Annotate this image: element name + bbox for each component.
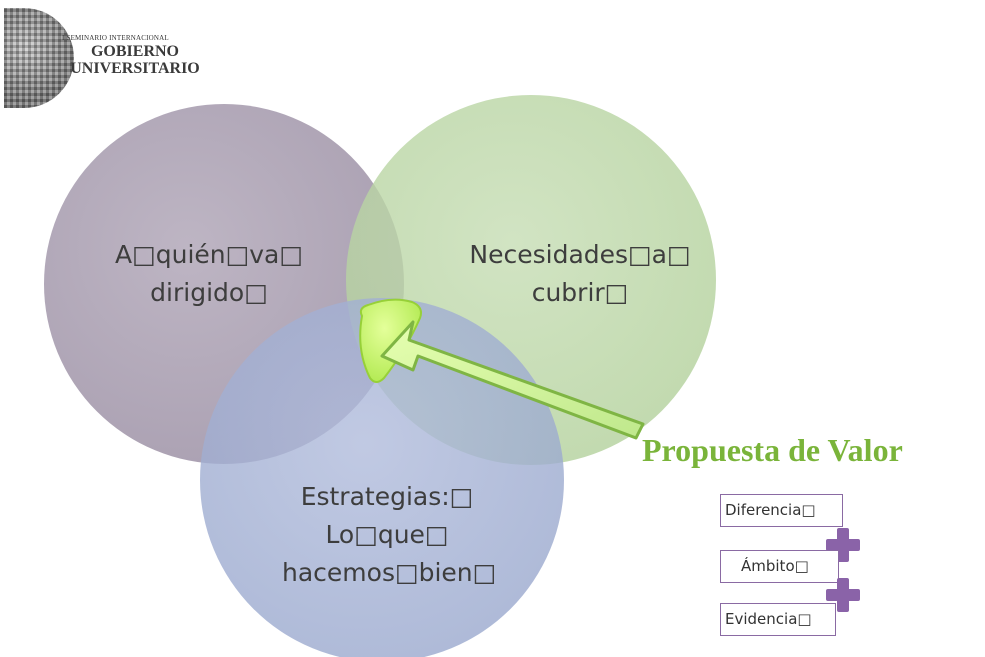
value-proposition-title: Propuesta de Valor: [642, 432, 903, 468]
proposal-item-label: Diferencia□: [725, 501, 816, 519]
label-purple-line2: dirigido□: [150, 278, 268, 307]
logo-title-line1: GOBIERNO: [90, 43, 179, 60]
logo-subtitle: I SEMINARIO INTERNACIONAL: [62, 34, 169, 42]
arrow-icon: [380, 320, 645, 440]
label-green-line1: Necesidades□a□: [469, 240, 691, 269]
label-blue-line1: Estrategias:□: [300, 482, 474, 511]
label-green-circle: Necesidades□a□ cubrir□: [455, 236, 705, 312]
value-intersection-shape: [359, 298, 422, 383]
plus-icon: [826, 528, 860, 562]
proposal-item-label: Evidencia□: [725, 610, 812, 628]
label-green-line2: cubrir□: [531, 278, 629, 307]
label-blue-line3: hacemos□bien□: [282, 558, 497, 587]
label-purple-circle: A□quién□va□ dirigido□: [112, 236, 306, 312]
proposal-item-label: Ámbito□: [741, 557, 809, 575]
plus-icon: [826, 578, 860, 612]
proposal-item-evidencia: Evidencia□: [720, 603, 836, 636]
venn-circle-blue: [200, 298, 564, 657]
label-blue-line2: Lo□que□: [325, 520, 449, 549]
proposal-item-ambito: Ámbito□: [720, 550, 839, 583]
logo-title: GOBIERNO UNIVERSITARIO: [60, 43, 210, 77]
label-purple-line1: A□quién□va□: [115, 240, 303, 269]
label-blue-circle: Estrategias:□ Lo□que□ hacemos□bien□: [282, 478, 497, 592]
logo-title-line2: UNIVERSITARIO: [70, 60, 200, 77]
proposal-item-diferencia: Diferencia□: [720, 494, 843, 527]
seminar-logo: I SEMINARIO INTERNACIONAL GOBIERNO UNIVE…: [4, 8, 214, 108]
